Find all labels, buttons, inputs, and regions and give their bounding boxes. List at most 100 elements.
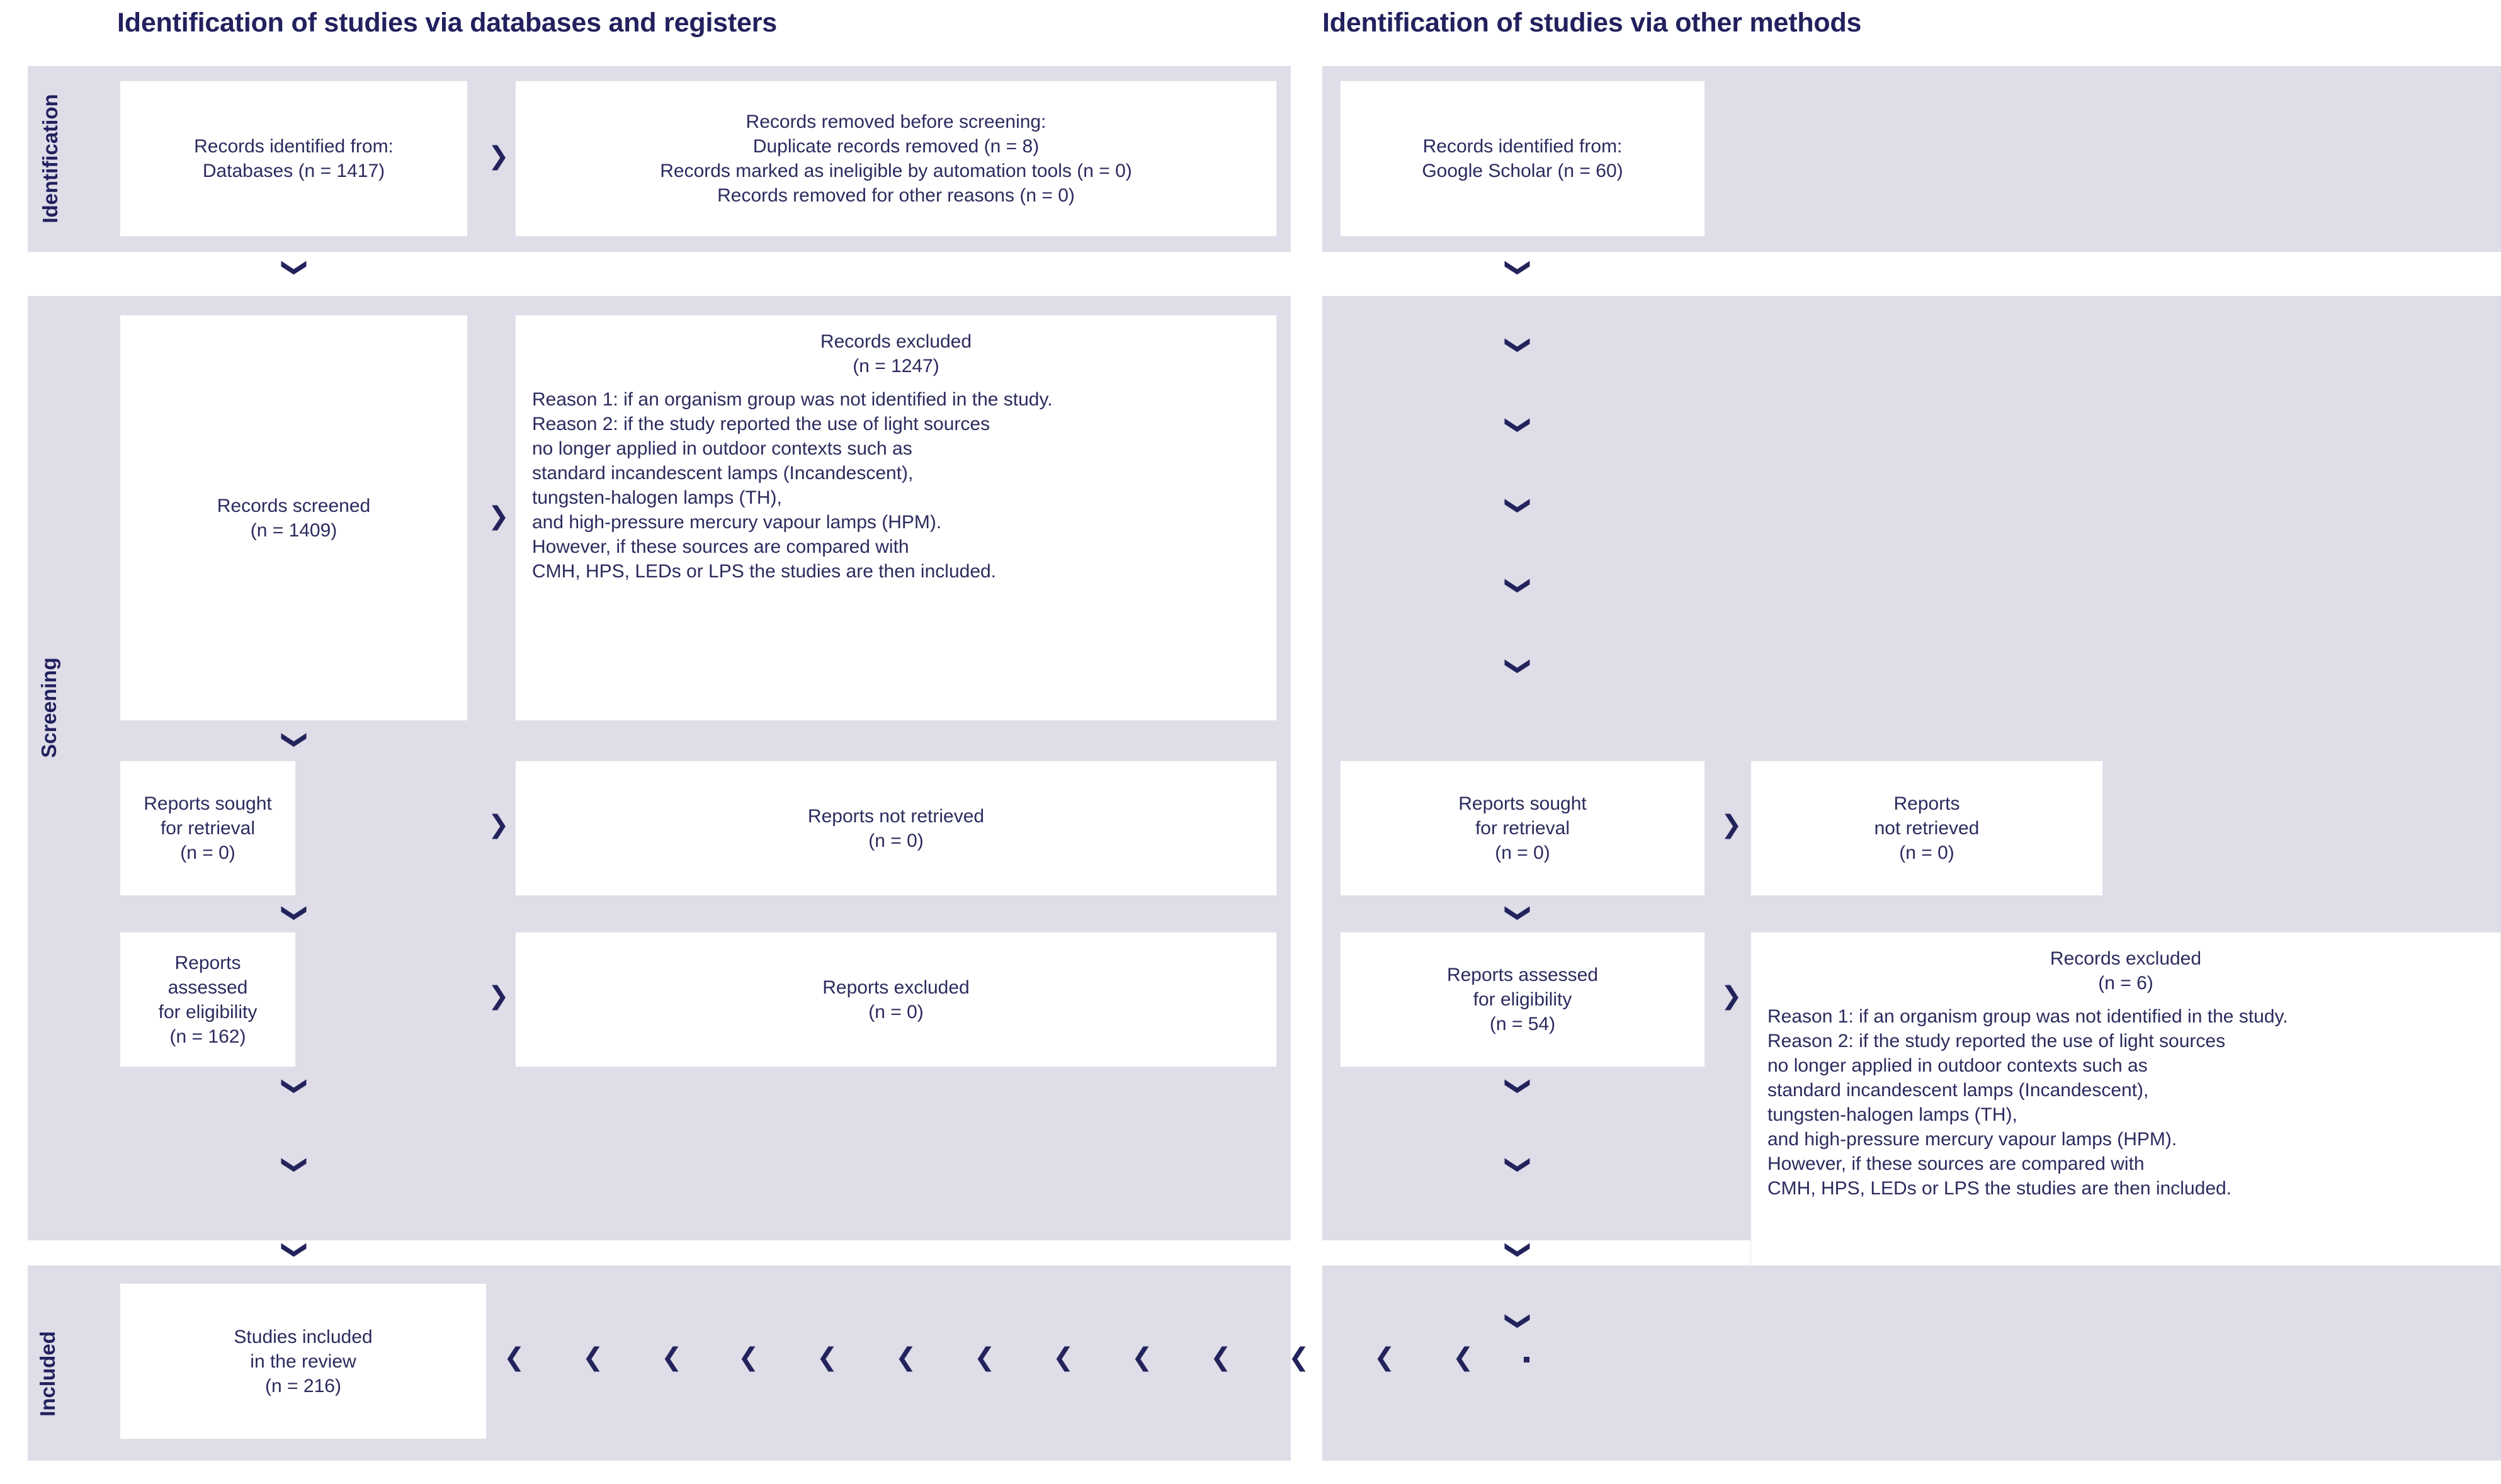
box-line: Reports sought — [144, 793, 272, 814]
box-body-line: However, if these sources are compared w… — [1767, 1153, 2145, 1174]
box-body-line: and high-pressure mercury vapour lamps (… — [1767, 1129, 2177, 1150]
box-body-line: standard incandescent lamps (Incandescen… — [532, 463, 914, 484]
chevron-left-icon — [1210, 1345, 1232, 1370]
chevron-down-icon — [1508, 255, 1529, 280]
chevron-down-icon — [1508, 573, 1529, 598]
chevron-down-icon — [1508, 1237, 1529, 1262]
chevron-left-icon — [1288, 1345, 1310, 1370]
box-body-line: Reason 1: if an organism group was not i… — [1767, 1006, 2288, 1027]
reports-not-retrieved: Reports not retrieved (n = 0) — [515, 761, 1277, 896]
box-line: Reports sought — [1458, 793, 1587, 814]
chevron-down-icon — [1508, 332, 1529, 358]
chevron-right-icon — [488, 812, 509, 837]
box-line: Databases (n = 1417) — [202, 161, 385, 181]
box-line: Records identified from: — [1422, 136, 1623, 157]
box-heading-line: (n = 6) — [2098, 973, 2153, 994]
box-body-line: no longer applied in outdoor contexts su… — [532, 438, 912, 459]
box-body-line: and high-pressure mercury vapour lamps (… — [532, 512, 942, 533]
reports-excluded: Reports excluded (n = 0) — [515, 932, 1277, 1067]
chevron-left-icon — [1053, 1345, 1074, 1370]
box-body-line: Reason 2: if the study reported the use … — [532, 414, 990, 434]
box-line: Records removed for other reasons (n = 0… — [717, 185, 1075, 206]
records-removed-before-screening: Records removed before screening: Duplic… — [515, 81, 1277, 237]
box-line: Records screened — [217, 495, 371, 516]
box-heading-line: Records excluded — [820, 331, 972, 352]
reports-sought-for-retrieval: Reports sought for retrieval (n = 0) — [120, 761, 296, 896]
box-line: for eligibility — [1473, 989, 1572, 1010]
box-line: (n = 162) — [169, 1026, 246, 1047]
chevron-down-icon — [1508, 1073, 1529, 1099]
box-line: Reports — [1893, 793, 1960, 814]
box-body-line: tungsten-halogen lamps (TH), — [532, 487, 782, 508]
box-line: (n = 54) — [1489, 1014, 1556, 1034]
chevron-right-icon — [488, 983, 509, 1009]
box-line: (n = 0) — [1899, 842, 1954, 863]
dot-marker-icon — [1524, 1357, 1529, 1362]
chevron-left-icon — [1453, 1345, 1474, 1370]
chevron-down-icon — [285, 255, 306, 280]
box-line: Reports excluded — [822, 977, 970, 998]
box-line: Studies included — [234, 1326, 373, 1347]
box-line: (n = 0) — [868, 830, 924, 851]
chevron-down-icon — [1508, 412, 1529, 438]
chevron-right-icon — [488, 504, 509, 529]
chevron-left-icon — [582, 1345, 604, 1370]
chevron-left-icon — [895, 1345, 917, 1370]
box-line: Records marked as ineligible by automati… — [660, 161, 1132, 181]
box-body-line: standard incandescent lamps (Incandescen… — [1767, 1080, 2149, 1101]
reports-not-retrieved-other: Reports not retrieved (n = 0) — [1750, 761, 2103, 896]
chevron-down-icon — [1508, 654, 1529, 679]
chevron-left-icon — [974, 1345, 995, 1370]
reports-sought-for-retrieval-other: Reports sought for retrieval (n = 0) — [1340, 761, 1705, 896]
reports-assessed-for-eligibility-other: Reports assessed for eligibility (n = 54… — [1340, 932, 1705, 1067]
stage-label-screening: Screening — [37, 657, 60, 758]
box-line: Records identified from: — [194, 136, 394, 157]
box-line: for retrieval — [160, 818, 256, 839]
box-line: Google Scholar (n = 60) — [1422, 161, 1623, 181]
records-identified-databases: Records identified from: Databases (n = … — [120, 81, 468, 237]
chevron-down-icon — [1508, 1308, 1529, 1334]
box-line: Reports assessed — [167, 952, 248, 998]
box-line: (n = 0) — [180, 842, 235, 863]
box-heading-line: (n = 1247) — [853, 356, 939, 377]
chevron-down-icon — [285, 1073, 306, 1099]
box-body-line: CMH, HPS, LEDs or LPS the studies are th… — [532, 561, 997, 582]
chevron-down-icon — [1508, 1152, 1529, 1177]
studies-included-in-review: Studies included in the review (n = 216) — [120, 1283, 487, 1439]
box-line: in the review — [250, 1351, 356, 1372]
chevron-left-icon — [504, 1345, 525, 1370]
chevron-right-icon — [488, 144, 509, 169]
chevron-right-icon — [1721, 983, 1742, 1009]
box-line: for eligibility — [158, 1001, 258, 1022]
chevron-left-icon — [1374, 1345, 1395, 1370]
chevron-down-icon — [1508, 900, 1529, 926]
box-body-line: Reason 1: if an organism group was not i… — [532, 389, 1053, 410]
box-line: not retrieved — [1874, 818, 1980, 839]
chevron-left-icon — [1131, 1345, 1153, 1370]
box-line: Records removed before screening: — [746, 111, 1046, 132]
box-line: for retrieval — [1475, 818, 1570, 839]
chevron-down-icon — [285, 900, 306, 926]
chevron-left-icon — [738, 1345, 759, 1370]
chevron-left-icon — [661, 1345, 683, 1370]
box-line: Reports assessed — [1446, 965, 1599, 985]
right-panel-title: Identification of studies via other meth… — [1322, 8, 1862, 38]
records-screened: Records screened (n = 1409) — [120, 315, 468, 721]
box-body-line: no longer applied in outdoor contexts su… — [1767, 1055, 2148, 1076]
chevron-right-icon — [1721, 812, 1742, 837]
box-body-line: CMH, HPS, LEDs or LPS the studies are th… — [1767, 1178, 2232, 1199]
stage-label-identification: Identification — [38, 94, 62, 224]
reports-assessed-for-eligibility: Reports assessed for eligibility (n = 16… — [120, 932, 296, 1067]
box-line: Duplicate records removed (n = 8) — [752, 136, 1040, 157]
included-band-right — [1322, 1266, 2501, 1461]
box-body-line: tungsten-halogen lamps (TH), — [1767, 1104, 2017, 1125]
box-heading-line: Records excluded — [2050, 948, 2202, 969]
box-body-line: However, if these sources are compared w… — [532, 536, 909, 557]
chevron-down-icon — [285, 1237, 306, 1262]
chevron-left-icon — [817, 1345, 838, 1370]
box-line: (n = 0) — [868, 1001, 924, 1022]
box-line: Reports not retrieved — [807, 805, 985, 827]
left-panel-title: Identification of studies via databases … — [117, 8, 777, 38]
chevron-down-icon — [285, 727, 306, 752]
chevron-down-icon — [285, 1152, 306, 1177]
